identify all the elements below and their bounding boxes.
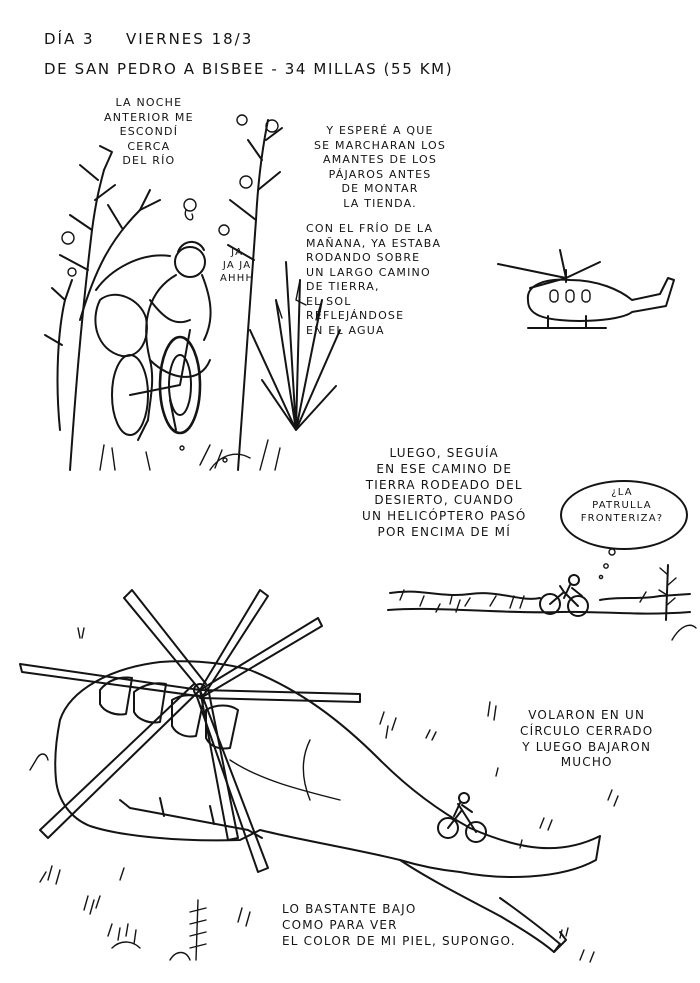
day-label: DÍA 3 xyxy=(44,30,95,48)
camp-scene-drawing xyxy=(44,114,341,471)
caption-morning-ride: CON EL FRÍO DE LA MAÑANA, YA ESTABA RODA… xyxy=(306,222,442,337)
route-title: DE SAN PEDRO A BISBEE - 34 MILLAS (55 KM… xyxy=(44,60,454,78)
thought-border-patrol: ¿LA PATRULLA FRONTERIZA? xyxy=(580,487,664,524)
caption-circled-low: VOLARON EN UN CÍRCULO CERRADO Y LUEGO BA… xyxy=(520,708,654,770)
large-helicopter-drawing xyxy=(19,589,619,963)
caption-hid-by-river: LA NOCHE ANTERIOR ME ESCONDÍ CERCA DEL R… xyxy=(104,96,194,168)
speech-laugh: JA JA JA AHHH xyxy=(220,247,255,285)
thought-bubble xyxy=(560,480,688,550)
caption-low-enough: LO BASTANTE BAJO COMO PARA VER EL COLOR … xyxy=(282,902,516,948)
small-helicopter-drawing xyxy=(497,249,675,329)
weekday-date: VIERNES 18/3 xyxy=(126,30,254,48)
caption-helicopter-passed: LUEGO, SEGUÍA EN ESE CAMINO DE TIERRA RO… xyxy=(362,446,527,540)
caption-waited-lovers: Y ESPERÉ A QUE SE MARCHARAN LOS AMANTES … xyxy=(314,124,447,210)
desert-road-drawing xyxy=(387,564,697,641)
